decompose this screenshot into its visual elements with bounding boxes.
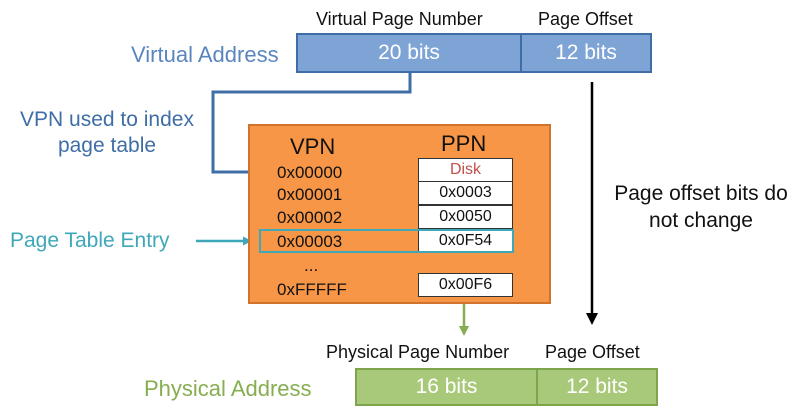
vpn-column-header: VPN bbox=[290, 134, 336, 159]
vpn-row-3: 0x00003 bbox=[277, 232, 343, 251]
va-vpn-field: 20 bits bbox=[296, 33, 522, 73]
ppn-cell-2: 0x0050 bbox=[418, 205, 513, 229]
pte-highlight bbox=[259, 229, 514, 253]
offset-note-line1: Page offset bits do bbox=[614, 182, 788, 205]
vpn-index-note-line1: VPN used to index bbox=[20, 108, 194, 131]
ppn-column-header: PPN bbox=[441, 131, 487, 156]
vpn-ellipsis: ... bbox=[304, 256, 319, 275]
vpn-index-arrow bbox=[211, 72, 412, 176]
pa-offset-header: Page Offset bbox=[545, 342, 640, 362]
pa-offset-field: 12 bits bbox=[536, 368, 658, 406]
vpn-row-last: 0xFFFFF bbox=[277, 280, 347, 299]
physical-address-title: Physical Address bbox=[144, 376, 312, 401]
offset-unchanged-note: Page offset bits do not change bbox=[598, 180, 804, 235]
ppn-cell-last: 0x00F6 bbox=[418, 273, 513, 297]
pte-label: Page Table Entry bbox=[10, 229, 170, 252]
vpn-row-2: 0x00002 bbox=[277, 208, 343, 227]
virtual-address-title: Virtual Address bbox=[131, 42, 279, 67]
offset-note-line2: not change bbox=[649, 209, 753, 233]
va-offset-field: 12 bits bbox=[520, 33, 652, 73]
vpn-header: Virtual Page Number bbox=[316, 9, 483, 29]
vpn-row-1: 0x00001 bbox=[277, 185, 343, 204]
ppn-cell-1: 0x0003 bbox=[418, 181, 513, 205]
vpn-row-0: 0x00000 bbox=[277, 163, 343, 182]
va-offset-header: Page Offset bbox=[538, 9, 633, 29]
vpn-index-note: VPN used to index page table bbox=[2, 107, 212, 160]
pa-ppn-field: 16 bits bbox=[355, 368, 538, 406]
ppn-cell-0: Disk bbox=[418, 158, 513, 182]
ppn-header: Physical Page Number bbox=[326, 342, 510, 362]
vpn-index-note-line2: page table bbox=[57, 134, 157, 158]
